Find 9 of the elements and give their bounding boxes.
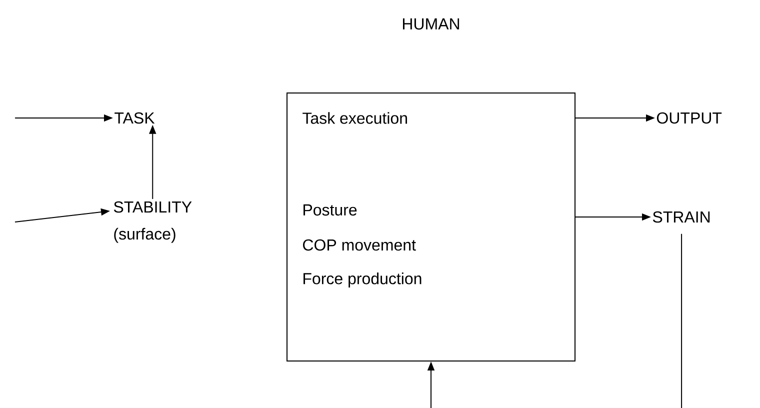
label-text: OUTPUT	[656, 112, 722, 124]
label-text: STRAIN	[652, 211, 710, 223]
box-text: Force production	[304, 272, 422, 288]
label-text: TASK	[114, 112, 155, 124]
box-text: Posture	[304, 204, 357, 216]
box-text: Task execution	[302, 112, 407, 124]
heading-text: HUMAN	[403, 18, 460, 30]
label-text: STABILITY (surface)	[114, 201, 192, 243]
box-text: COP movement	[303, 239, 416, 251]
